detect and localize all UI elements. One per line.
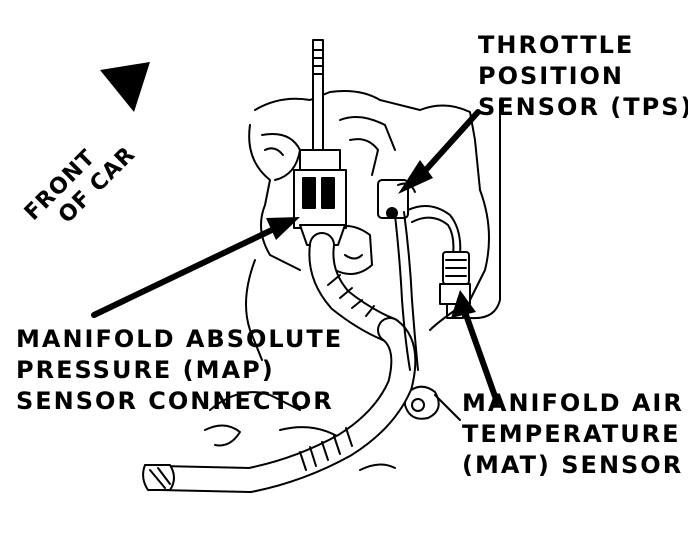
tps-pointer-arrowhead: [398, 160, 433, 194]
pointer-arrows: [91, 109, 500, 405]
map-sensor: [293, 39, 347, 246]
mat-pointer-arrow: [462, 309, 500, 405]
mat-label: MANIFOLD AIR TEMPERATURE (MAT) SENSOR: [462, 388, 684, 481]
tps-label-line-2: POSITION: [478, 62, 624, 90]
wire-harness: [394, 205, 462, 371]
tps-label-line-1: THROTTLE: [478, 31, 635, 59]
tps-label: THROTTLE POSITION SENSOR (TPS): [478, 30, 688, 123]
tps-label-line-3: SENSOR (TPS): [478, 93, 688, 121]
front-of-car-label: FRONT OF CAR: [12, 58, 162, 229]
front-of-car-arrow: [100, 62, 150, 112]
map-label-line-2: PRESSURE (MAP): [16, 356, 275, 384]
vacuum-hose: [142, 232, 417, 493]
mat-pointer-arrowhead: [451, 290, 476, 318]
mat-label-line-2: TEMPERATURE: [462, 420, 681, 448]
map-label: MANIFOLD ABSOLUTE PRESSURE (MAP) SENSOR …: [16, 324, 343, 417]
map-pointer-arrowhead: [266, 217, 300, 240]
mat-label-line-1: MANIFOLD AIR: [462, 389, 684, 417]
mat-label-line-3: (MAT) SENSOR: [462, 451, 684, 479]
map-pointer-arrow: [91, 225, 279, 318]
map-label-line-3: SENSOR CONNECTOR: [16, 387, 334, 415]
engine-block-outline: [204, 90, 501, 471]
map-label-line-1: MANIFOLD ABSOLUTE: [16, 325, 344, 353]
